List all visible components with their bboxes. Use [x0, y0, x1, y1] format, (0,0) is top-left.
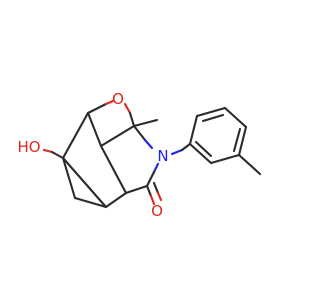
bond	[61, 156, 108, 209]
bond	[104, 191, 128, 209]
carbonyl-bond	[145, 181, 163, 206]
bond	[152, 181, 160, 195]
cage-double-bond	[61, 156, 108, 209]
bond	[73, 196, 108, 209]
amide-ring-bonds	[132, 124, 160, 188]
bond	[143, 138, 154, 150]
bond	[42, 148, 54, 154]
bond	[86, 111, 103, 148]
bond	[209, 153, 241, 165]
aryl-methyl-bond	[237, 153, 262, 176]
n-aryl-bond	[170, 142, 192, 156]
bond	[104, 99, 115, 106]
bond	[188, 142, 213, 165]
bond	[232, 127, 242, 153]
bond	[50, 150, 65, 160]
bond	[132, 124, 147, 142]
methyl-bond	[132, 118, 159, 128]
bond	[152, 162, 160, 174]
bond	[188, 114, 199, 146]
bond	[86, 102, 108, 115]
bond	[61, 111, 90, 160]
bond	[223, 106, 248, 129]
ether-oxygen-label: O	[112, 90, 124, 108]
bond	[180, 142, 192, 152]
nitrogen-label: N	[157, 147, 168, 165]
bond	[61, 156, 77, 200]
bond	[149, 194, 156, 206]
bond	[124, 184, 149, 195]
bond	[194, 140, 213, 158]
molecule-structure: O N O HO	[17, 90, 262, 220]
hydroxyl-bond	[42, 148, 65, 160]
bond	[99, 144, 128, 195]
cage-bonds	[61, 111, 149, 209]
bond	[170, 148, 184, 156]
carbonyl-oxygen-label: O	[151, 202, 163, 220]
bond	[156, 191, 163, 202]
bond	[195, 106, 227, 118]
ether-bonds	[86, 99, 136, 128]
bond	[145, 184, 153, 198]
bond	[201, 113, 225, 123]
bond	[99, 124, 136, 148]
tolyl-ring	[188, 106, 248, 165]
hydroxyl-label: HO	[17, 138, 40, 156]
bond	[145, 170, 156, 188]
bond	[237, 125, 248, 157]
bond	[128, 111, 136, 128]
bond	[123, 102, 132, 115]
